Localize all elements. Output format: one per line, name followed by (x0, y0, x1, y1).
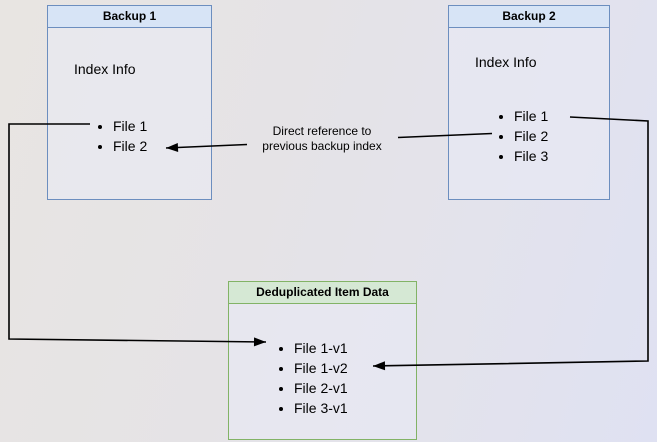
list-item: File 3 (514, 146, 548, 166)
list-item: File 2 (514, 126, 548, 146)
list-item: File 3-v1 (294, 398, 348, 418)
backup1-index-info-label: Index Info (74, 61, 136, 77)
backup1-file-list: File 1 File 2 (48, 116, 147, 156)
dedup-file-list: File 1-v1 File 1-v2 File 2-v1 File 3-v1 (229, 338, 348, 418)
list-item: File 1 (113, 116, 147, 136)
list-item: File 1-v2 (294, 358, 348, 378)
backup1-title: Backup 1 (48, 6, 211, 28)
dedup-node: Deduplicated Item Data File 1-v1 File 1-… (228, 281, 417, 440)
backup2-file-list: File 1 File 2 File 3 (449, 106, 548, 166)
edge-label-line1: Direct reference to (272, 124, 372, 138)
backup2-node: Backup 2 Index Info File 1 File 2 File 3 (448, 5, 610, 200)
dedup-title: Deduplicated Item Data (229, 282, 416, 304)
edge-label-line2: previous backup index (262, 139, 382, 153)
list-item: File 2 (113, 136, 147, 156)
backup2-title: Backup 2 (449, 6, 609, 28)
list-item: File 2-v1 (294, 378, 348, 398)
backup1-node: Backup 1 Index Info File 1 File 2 (47, 5, 212, 200)
backup2-index-info-label: Index Info (475, 54, 537, 70)
list-item: File 1 (514, 106, 548, 126)
direct-reference-edge-label: Direct reference to previous backup inde… (238, 124, 406, 154)
list-item: File 1-v1 (294, 338, 348, 358)
